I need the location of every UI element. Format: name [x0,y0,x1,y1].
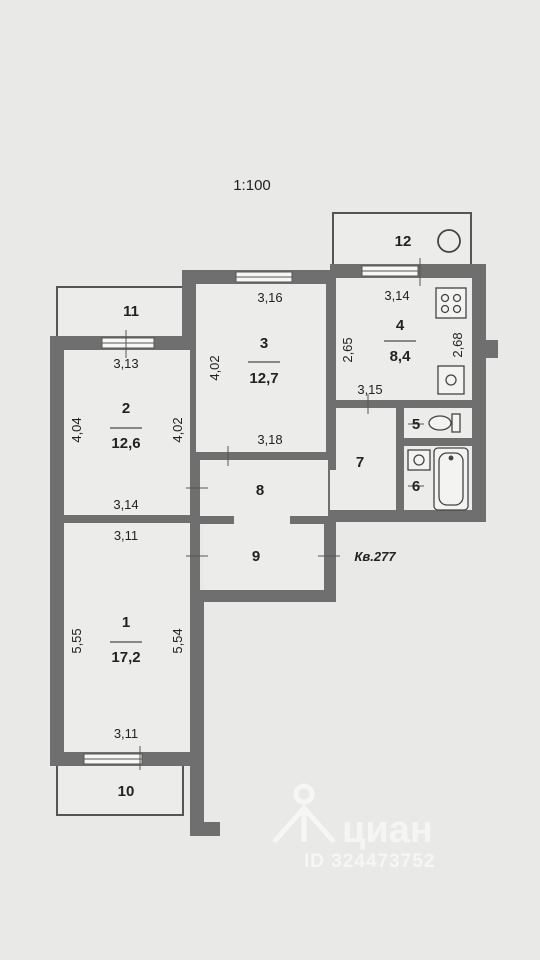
room-9-floor [204,524,324,590]
kitchen-sink-icon [437,365,465,395]
room-number-1: 1 [122,614,130,631]
dim-room4-bottom: 3,15 [357,382,382,397]
fixtures [407,287,469,511]
drain-icon [437,229,461,253]
apartment-label: Кв.277 [354,549,396,564]
passage-floor [234,514,290,526]
door-marks [125,258,424,770]
cian-logo-icon [272,783,336,844]
toilet-icon [428,415,452,431]
room-number-9: 9 [252,548,260,565]
room-number-4: 4 [396,317,405,334]
room-3-floor [196,284,326,452]
watermark: циан ID 324473752 [272,783,435,872]
dim-room3-top: 3,16 [257,290,282,305]
room-area-1: 17,2 [111,649,140,666]
dim-room1-left: 5,55 [69,628,84,653]
dim-room4-left: 2,65 [340,337,355,362]
watermark-brand: циан [342,809,433,851]
dim-room4-top: 3,14 [384,288,409,303]
room-number-2: 2 [122,400,130,417]
dim-room2-bottom: 3,14 [113,497,138,512]
dim-room3-left: 4,02 [207,355,222,380]
balcony-11 [56,286,184,338]
dim-room3-bottom: 3,18 [257,432,282,447]
scale-label: 1:100 [233,177,271,194]
balcony-12 [332,212,472,267]
dim-room2-top: 3,13 [113,356,138,371]
room-7-floor [336,408,396,510]
room-number-3: 3 [260,335,268,352]
room-number-5: 5 [412,416,420,433]
room-8-floor [200,460,328,516]
room-area-4: 8,4 [390,348,412,365]
room-number-11: 11 [123,303,139,320]
dim-room2-left: 4,04 [69,417,84,442]
room-number-8: 8 [256,482,264,499]
dim-room1-right: 5,54 [170,628,185,653]
area-underlines [110,340,416,643]
passage-7-floor [330,470,338,510]
room-interiors [64,278,472,752]
dim-room1-bottom: 3,11 [114,726,138,741]
room-number-6: 6 [412,478,420,495]
room-number-7: 7 [356,454,364,471]
watermark-id: ID 324473752 [304,851,435,872]
room-1-floor [64,523,190,752]
room-2-floor [64,350,190,515]
dim-room1-top: 3,11 [114,528,138,543]
room-number-12: 12 [395,233,412,250]
stove-icon [435,287,467,319]
dim-room2-right: 4,02 [170,417,185,442]
windows [83,265,419,765]
dim-room4-right: 2,68 [450,332,465,357]
room-area-3: 12,7 [249,370,278,387]
room-area-2: 12,6 [111,435,140,452]
room-number-10: 10 [118,783,135,800]
